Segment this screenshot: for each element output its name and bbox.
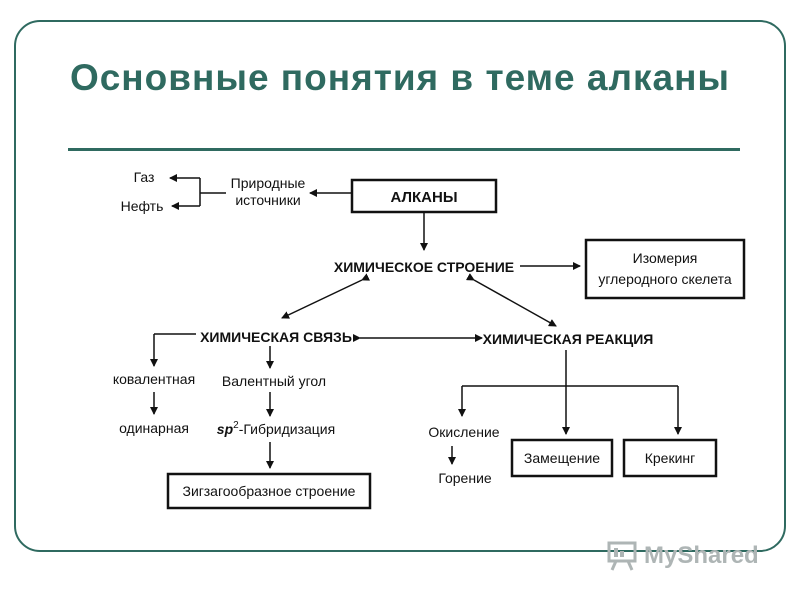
hybridization-superscript: 2 [233,420,239,431]
oil-label: Нефть [121,198,164,214]
substitution-box [510,438,614,478]
title-divider [68,148,740,151]
combustion-label: Горение [438,470,492,486]
covalent-label: ковалентная [113,371,195,387]
chemical-reaction-label: ХИМИЧЕСКАЯ РЕАКЦИЯ [483,331,654,347]
oxidation-label: Окисление [428,424,499,440]
isomerism-label-line2: углеродного скелета [598,271,732,287]
chemical-structure-label: ХИМИЧЕСКОЕ СТРОЕНИЕ [334,259,514,275]
natural-sources-label-line2: источники [235,192,300,208]
zigzag-box [166,472,372,510]
presentation-board-icon [607,541,637,571]
hybridization-label: sp2-Гибридизация [217,420,335,437]
chemical-bond-label: ХИМИЧЕСКАЯ СВЯЗЬ [200,329,352,345]
alkanes-box [350,178,498,214]
isomerism-box [584,238,746,300]
single-label: одинарная [119,420,189,436]
cracking-box [622,438,718,478]
isomerism-label-line1: Изомерия [633,250,698,266]
alkanes-label: АЛКАНЫ [390,189,457,206]
natural-sources-label-line1: Природные [231,175,306,191]
slide-title: Основные понятия в теме алканы [69,57,731,98]
connector-structure-reaction [465,273,557,327]
zigzag-label: Зигзагообразное строение [183,483,356,499]
connector-structure-bond [281,273,371,319]
cracking-label: Крекинг [645,450,696,466]
watermark-text: MyShared [644,542,759,569]
watermark: MyShared [606,538,786,574]
substitution-label: Замещение [524,450,600,466]
hybridization-rest: -Гибридизация [239,421,336,437]
hybridization-prefix: sp [217,421,234,437]
valence-angle-label: Валентный угол [222,373,326,389]
gas-label: Газ [134,169,155,185]
